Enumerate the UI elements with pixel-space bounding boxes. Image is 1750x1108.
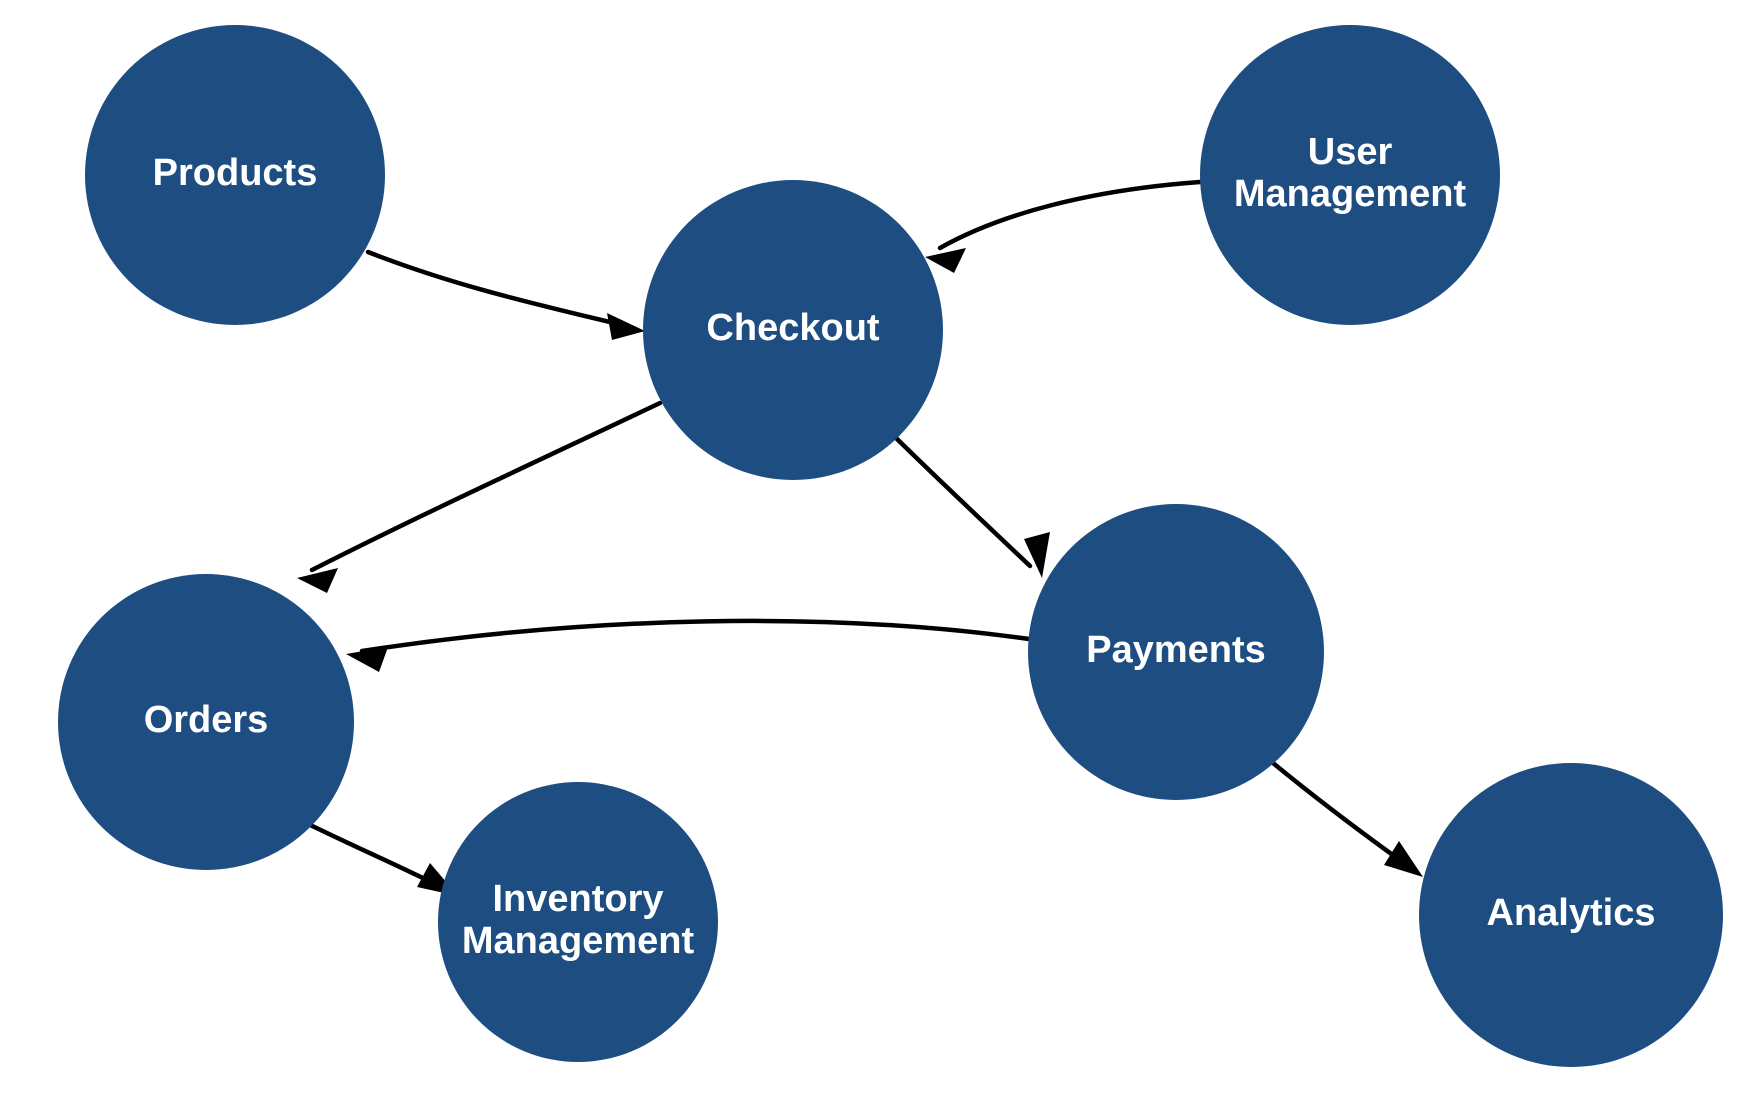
- node-analytics[interactable]: Analytics: [1419, 763, 1723, 1067]
- edge-line: [937, 179, 1203, 251]
- node-payments[interactable]: Payments: [1028, 504, 1324, 800]
- edge-line: [359, 618, 1032, 654]
- edge-line: [1270, 760, 1411, 869]
- edge-payments-to-orders[interactable]: [346, 618, 1032, 672]
- node-shape[interactable]: [643, 180, 943, 480]
- arrowhead-icon: [297, 568, 338, 593]
- arrowhead-icon: [925, 248, 966, 273]
- node-shape[interactable]: [1028, 504, 1324, 800]
- edge-checkout-to-orders[interactable]: [297, 400, 663, 593]
- arrowhead-icon: [1384, 841, 1423, 877]
- edge-products-to-checkout[interactable]: [365, 249, 645, 340]
- node-checkout[interactable]: Checkout: [643, 180, 943, 480]
- edge-payments-to-analytics[interactable]: [1270, 760, 1423, 877]
- node-shape[interactable]: [85, 25, 385, 325]
- node-products[interactable]: Products: [85, 25, 385, 325]
- arrowhead-icon: [1024, 532, 1050, 578]
- node-shape[interactable]: [1200, 25, 1500, 325]
- node-shape[interactable]: [1419, 763, 1723, 1067]
- arrowhead-icon: [607, 313, 645, 340]
- edges-layer: [293, 179, 1423, 896]
- arrowhead-icon: [346, 647, 388, 672]
- edge-orders-to-inventory-management[interactable]: [293, 815, 458, 896]
- node-shape[interactable]: [58, 574, 354, 870]
- edge-user-management-to-checkout[interactable]: [925, 179, 1203, 273]
- node-orders[interactable]: Orders: [58, 574, 354, 870]
- edge-line: [293, 815, 446, 891]
- edge-line: [309, 400, 663, 573]
- edge-line: [365, 249, 633, 330]
- node-shape[interactable]: [438, 782, 718, 1062]
- edge-checkout-to-payments[interactable]: [892, 434, 1050, 578]
- edge-line: [892, 434, 1033, 569]
